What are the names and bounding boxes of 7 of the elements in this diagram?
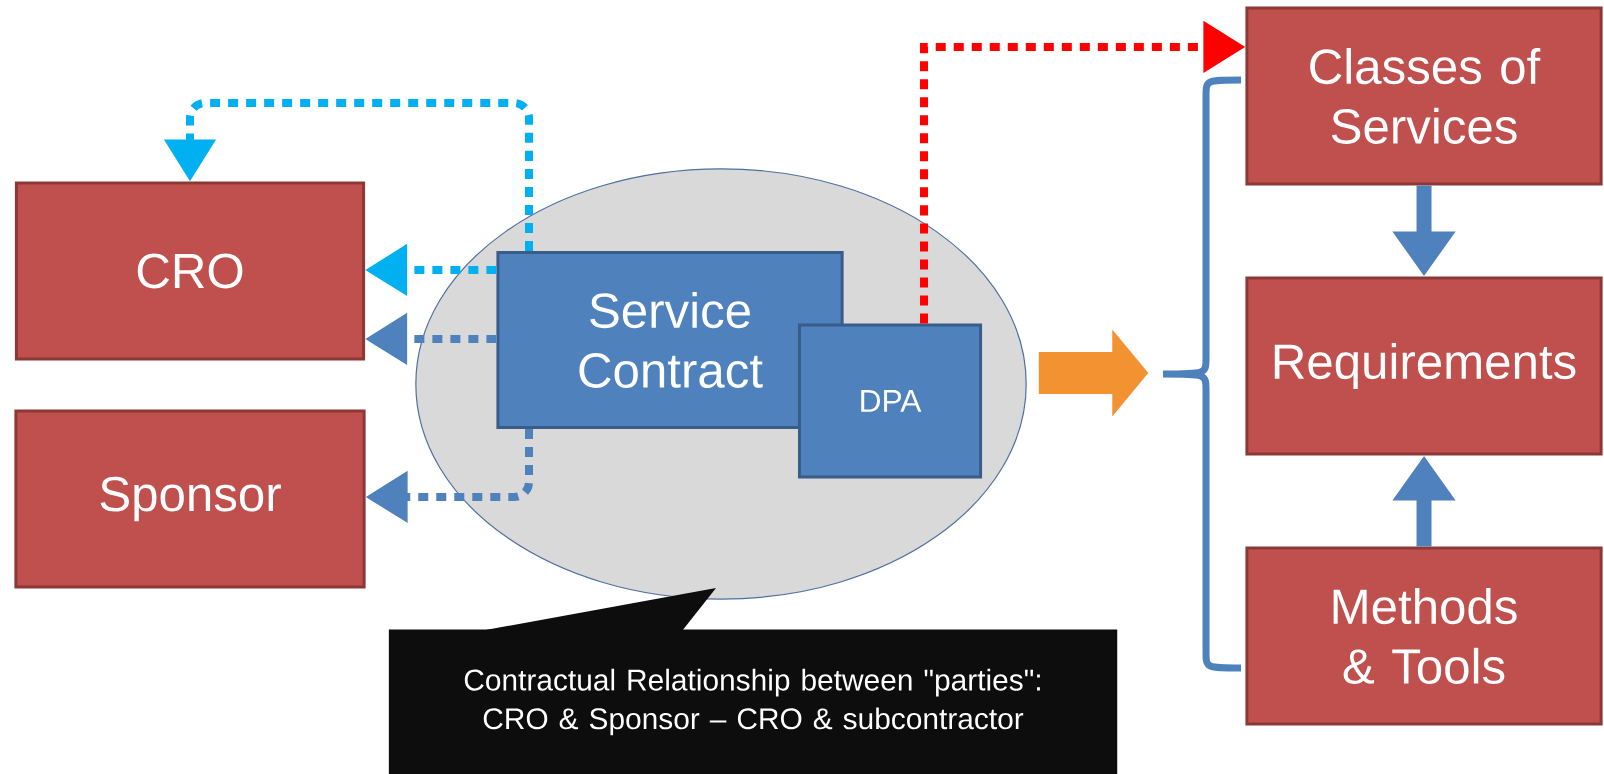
process-box: Requirements (1245, 276, 1603, 456)
callout-box: Contractual Relationship between "parties": CRO & Sponsor – CRO & subcontractor (388, 588, 1118, 774)
contract-box: DPA (797, 323, 983, 479)
party-box: CRO (14, 181, 366, 361)
party-box: Sponsor (14, 409, 366, 589)
process-box: Classes of Services (1245, 6, 1603, 186)
process-box: Methods & Tools (1245, 546, 1603, 726)
